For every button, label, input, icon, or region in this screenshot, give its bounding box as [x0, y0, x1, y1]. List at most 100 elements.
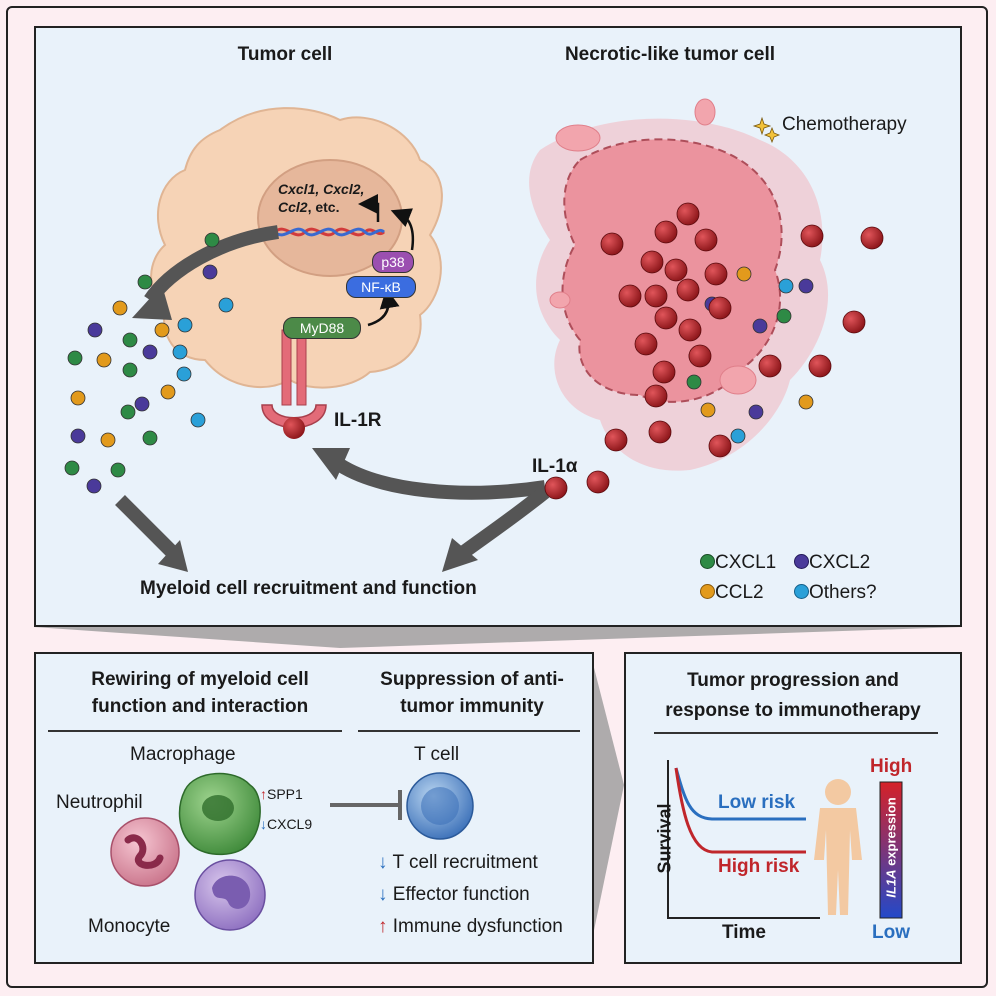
- chemokine-dot: [96, 352, 112, 368]
- chemokine-dot: [64, 460, 80, 476]
- il1a-molecule: [676, 278, 700, 302]
- il1a-molecule: [644, 384, 668, 408]
- chemokine-dot: [160, 384, 176, 400]
- legend-swatch-ccl2: [700, 584, 715, 599]
- chemokine-dot: [798, 394, 814, 410]
- il1a-molecule: [618, 284, 642, 308]
- recruitment-label: Myeloid cell recruitment and function: [140, 578, 477, 599]
- legend-label-cxcl1: CXCL1: [715, 552, 777, 573]
- il1a-molecule: [860, 226, 884, 250]
- rewiring-title-line1: Rewiring of myeloid cell: [91, 669, 309, 690]
- effect-item: ↓ T cell recruitment: [378, 852, 538, 874]
- chemokine-dot: [700, 402, 716, 418]
- p38-label: p38: [372, 251, 414, 273]
- il1a-molecule: [586, 470, 610, 494]
- effect-item: ↑ Immune dysfunction: [378, 916, 563, 938]
- expression-word: expression: [883, 797, 899, 870]
- chemokine-dot: [736, 266, 752, 282]
- divider-right: [654, 732, 938, 734]
- effect-arrow-icon: ↓: [378, 852, 388, 873]
- il1a-molecule: [652, 360, 676, 384]
- chemokine-dot: [798, 278, 814, 294]
- il1a-molecule: [640, 250, 664, 274]
- suppression-title-line2: tumor immunity: [400, 696, 544, 717]
- chemokine-dot: [110, 462, 126, 478]
- rewiring-title-line2: function and interaction: [91, 696, 309, 717]
- chemokine-dot: [87, 322, 103, 338]
- time-axis-label: Time: [722, 922, 767, 943]
- il1a-molecule: [694, 228, 718, 252]
- gene-list-ccl2: Ccl2: [278, 199, 308, 215]
- nfkb-label: NF-κB: [346, 276, 416, 298]
- chemotherapy-label: Chemotherapy: [782, 114, 907, 135]
- necrotic-fragment: [719, 365, 757, 395]
- myd88-label: MyD88: [283, 317, 361, 339]
- legend-label-ccl2: CCL2: [715, 582, 764, 603]
- chemokine-dot: [748, 404, 764, 420]
- chemokine-dot: [100, 432, 116, 448]
- legend-item: CXCL2: [794, 552, 870, 574]
- chemokine-dot: [137, 274, 153, 290]
- gene-list-etc: , etc.: [307, 199, 340, 215]
- il1a-arrow-to-receptor: [336, 458, 547, 500]
- chemokine-dot: [776, 308, 792, 324]
- effect-text: Effector function: [392, 884, 530, 905]
- chemokine-dot: [218, 297, 234, 313]
- il1a-molecule: [676, 202, 700, 226]
- secretion-arrow-head: [132, 285, 172, 320]
- up-arrow-icon: ↑: [260, 786, 267, 802]
- effect-item: ↓ Effector function: [378, 884, 530, 906]
- chemokine-dot: [134, 396, 150, 412]
- chemokine-dot: [142, 344, 158, 360]
- il1a-molecule: [708, 434, 732, 458]
- legend-label-others: Others?: [809, 582, 877, 603]
- rewiring-title: Rewiring of myeloid cell function and int…: [60, 666, 340, 720]
- il1a-molecule: [678, 318, 702, 342]
- panel-connector-right: [592, 660, 624, 940]
- monocyte-label: Monocyte: [88, 916, 171, 937]
- necrotic-fragment: [694, 98, 716, 126]
- il1a-molecule: [544, 476, 568, 500]
- expression-label: IL1A expression: [884, 785, 899, 911]
- chemokine-dot: [142, 430, 158, 446]
- il1a-molecule: [708, 296, 732, 320]
- bottom-left-panel: [34, 652, 594, 964]
- chemokine-dot: [120, 404, 136, 420]
- expression-gene: IL1A: [883, 869, 899, 898]
- il1a-molecule: [654, 220, 678, 244]
- il1r-receptor-icon: [261, 329, 327, 439]
- chemokine-dot: [202, 264, 218, 280]
- necrotic-fragment: [555, 124, 601, 152]
- legend-item: CCL2: [700, 582, 764, 604]
- gene-list-line1: Cxcl1, Cxcl2,: [278, 181, 365, 197]
- chemokine-dot: [86, 478, 102, 494]
- tumor-cell-title: Tumor cell: [237, 44, 333, 65]
- il1a-molecule: [648, 420, 672, 444]
- legend-item: CXCL1: [700, 552, 776, 574]
- chemokine-dot: [730, 428, 746, 444]
- il1a-molecule: [688, 344, 712, 368]
- chemokine-dot: [172, 344, 188, 360]
- chemokine-dot: [778, 278, 794, 294]
- chemokine-dot: [112, 300, 128, 316]
- suppression-title: Suppression of anti-tumor immunity: [362, 666, 582, 720]
- spp1-label: ↑SPP1: [260, 786, 303, 802]
- chemokine-dot: [70, 390, 86, 406]
- necrotic-cell-title: Necrotic-like tumor cell: [564, 44, 776, 65]
- chemokine-dot: [154, 322, 170, 338]
- chemokine-dot: [122, 362, 138, 378]
- gene-list: Cxcl1, Cxcl2, Ccl2, etc.: [278, 180, 364, 216]
- chemokine-dot: [176, 366, 192, 382]
- chemokine-dot: [70, 428, 86, 444]
- il1a-molecule: [600, 232, 624, 256]
- high-risk-label: High risk: [718, 856, 800, 877]
- p38-arrow: [390, 208, 415, 251]
- il1a-molecule: [842, 310, 866, 334]
- il1a-arrow-to-receptor-head: [312, 448, 350, 480]
- divider-middle: [358, 730, 580, 732]
- il1a-molecule: [758, 354, 782, 378]
- progression-title-line1: Tumor progression and: [687, 670, 899, 691]
- chemotherapy-icon: [752, 116, 781, 144]
- il1a-molecule: [664, 258, 688, 282]
